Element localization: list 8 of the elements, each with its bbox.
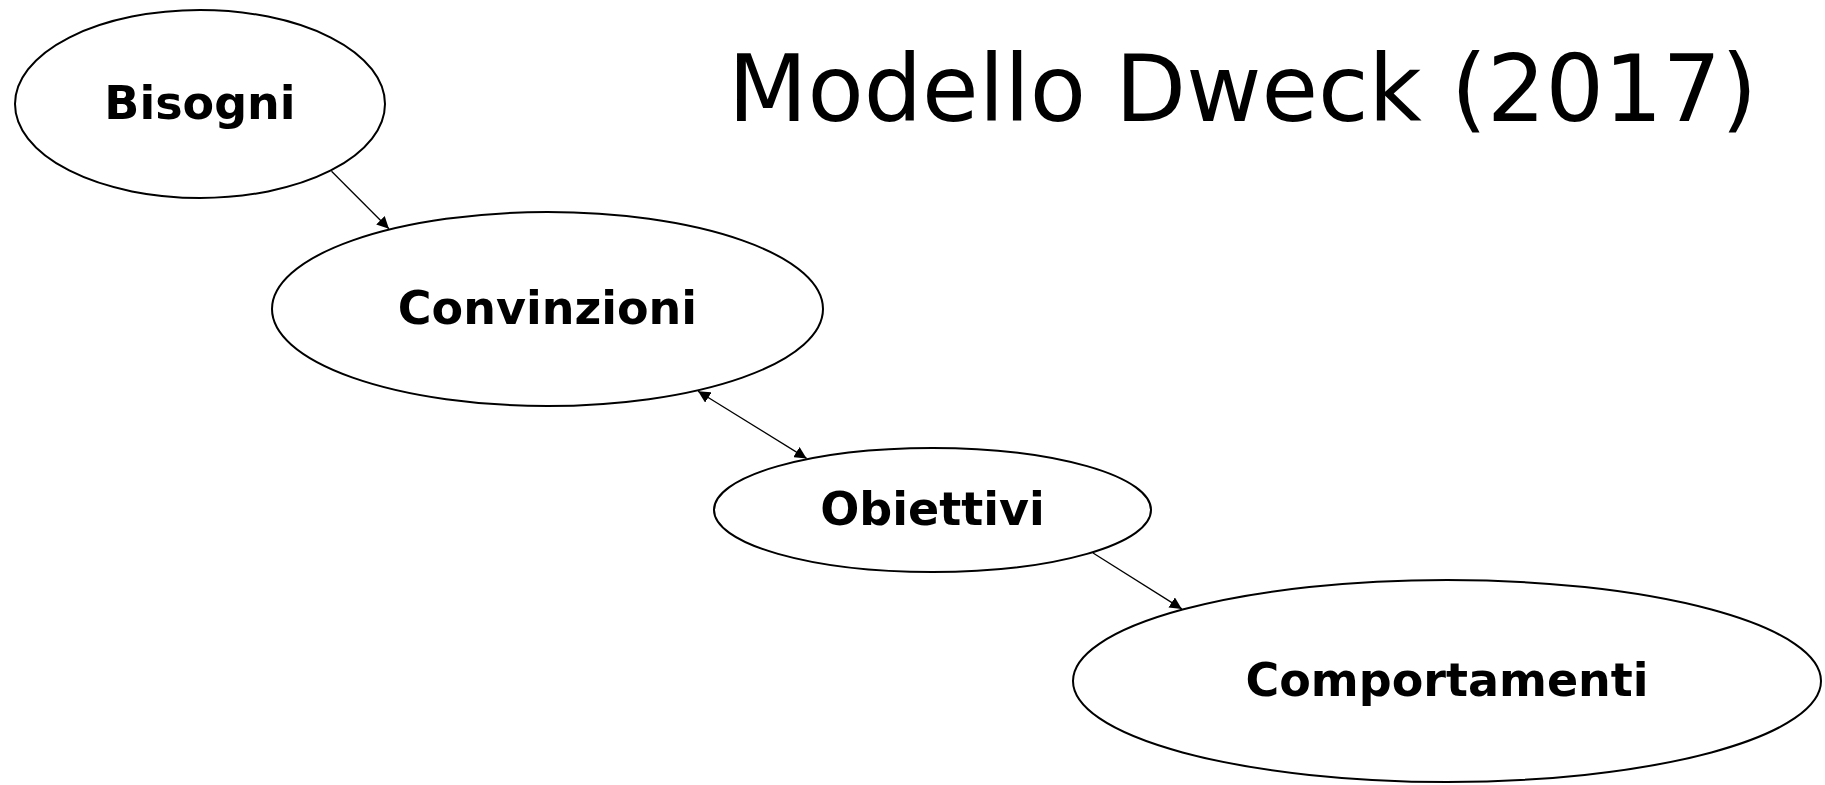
arrow: [1092, 552, 1183, 610]
title: Modello Dweck (2017): [728, 44, 1758, 136]
node-label: Obiettivi: [820, 481, 1045, 539]
arrow: [697, 390, 808, 460]
node-label: Comportamenti: [1245, 652, 1649, 710]
arrow: [330, 170, 390, 230]
node-label: Bisogni: [104, 75, 296, 133]
node-label: Convinzioni: [397, 280, 698, 338]
